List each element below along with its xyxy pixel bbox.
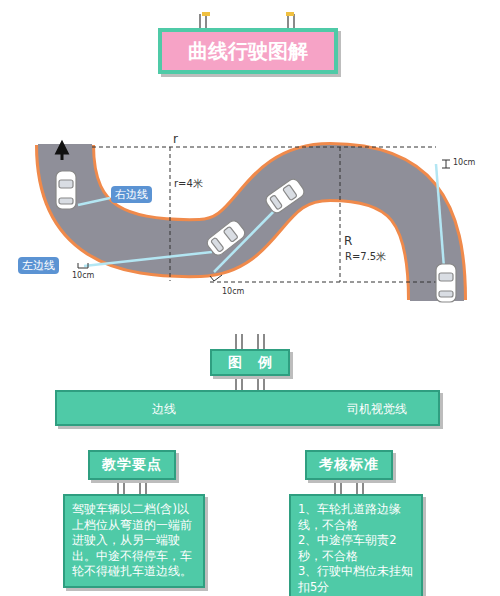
dimension-label: 10cm xyxy=(222,287,244,296)
legend-bar: 边线 司机视觉线 xyxy=(55,390,440,426)
legend-text: 司机视觉线 xyxy=(347,401,407,418)
node-text: 1、车轮扎道路边缘线，不合格 xyxy=(298,502,414,533)
section-heading: 考核标准 xyxy=(305,450,393,480)
node-text: 考核标准 xyxy=(319,456,379,474)
title-text: 曲线行驶图解 xyxy=(188,38,308,65)
section-body: 1、车轮扎道路边缘线，不合格2、中途停车朝责2秒，不合格3、行驶中档位未挂知扣5… xyxy=(289,494,423,596)
dimension-label: r=4米 xyxy=(173,177,204,191)
node-text: 3、行驶中档位未挂知扣5分 xyxy=(298,564,414,595)
hanger-connector xyxy=(335,480,363,494)
node-text: 驾驶车辆以二档(含)以上档位从弯道的一端前进驶入，从另一端驶出。中途不得停车，车… xyxy=(72,502,196,580)
dimension-label: r xyxy=(173,132,178,146)
node-text: 图 例 xyxy=(228,354,273,372)
section-body: 驾驶车辆以二档(含)以上档位从弯道的一端前进驶入，从另一端驶出。中途不得停车，车… xyxy=(63,494,205,588)
hanger-connector xyxy=(118,480,146,494)
legend-banner: 图 例 xyxy=(210,349,290,376)
edge-callout: 右边线 xyxy=(111,186,152,203)
dimension-label: R=7.5米 xyxy=(344,250,387,264)
dimension-label: R xyxy=(344,234,352,248)
section-heading: 教学要点 xyxy=(88,450,176,480)
dimension-label: 10cm xyxy=(72,271,94,280)
node-text: 左边线 xyxy=(22,258,55,273)
dimension-label: 10cm xyxy=(453,158,475,167)
node-text: 教学要点 xyxy=(102,456,162,474)
title-banner: 曲线行驶图解 xyxy=(158,28,338,74)
edge-callout: 左边线 xyxy=(18,257,59,274)
node-text: 右边线 xyxy=(115,187,148,202)
legend-text: 边线 xyxy=(152,401,176,418)
node-text: 2、中途停车朝责2秒，不合格 xyxy=(298,533,414,564)
